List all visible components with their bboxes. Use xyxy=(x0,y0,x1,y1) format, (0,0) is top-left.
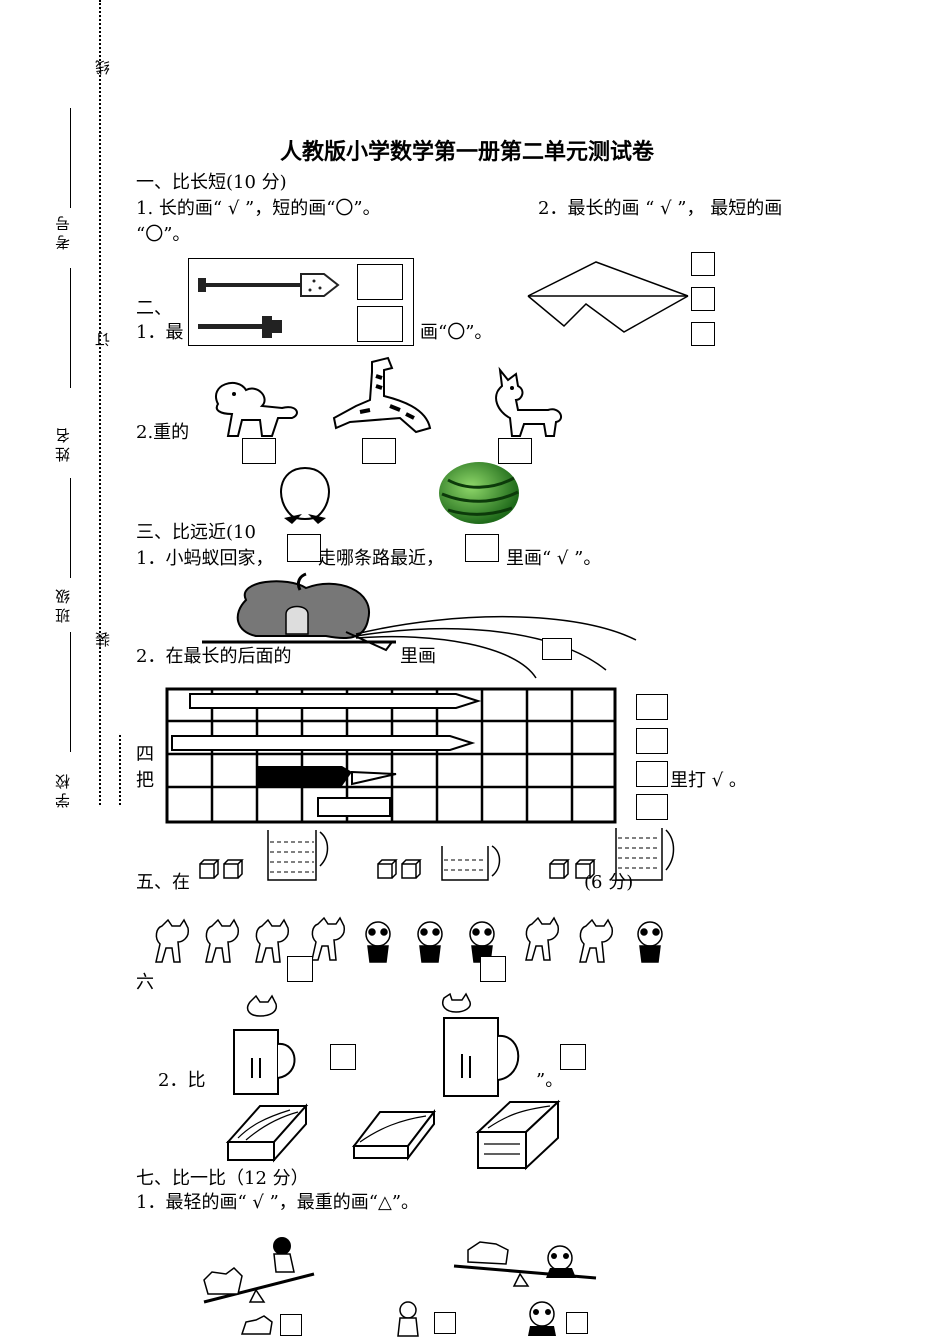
s3-question-2b: 里画 xyxy=(400,646,436,667)
pencil-answer-box-4[interactable] xyxy=(636,794,668,820)
line-answer-box-3[interactable] xyxy=(691,322,715,346)
s6-question-2a: 2．比 xyxy=(158,1070,206,1091)
binding-dotted-line xyxy=(99,0,101,805)
apple-house-picture xyxy=(202,572,637,679)
s4-text-a: 四 xyxy=(136,744,154,765)
s2-heading: 二、 xyxy=(136,298,172,319)
s7-question-1: 1．最轻的画“ √ ”，最重的画“△”。 xyxy=(136,1192,420,1213)
s2-question-1a: 1．最 xyxy=(136,322,184,343)
cats-pandas-picture xyxy=(155,916,663,963)
line-answer-box-2[interactable] xyxy=(691,287,715,311)
s3-question-1c: 里画“ √ ”。 xyxy=(506,548,602,569)
hammer-picture xyxy=(198,316,282,338)
s3-question-1b: 走哪条路最近， xyxy=(318,548,444,569)
dog-answer-box[interactable] xyxy=(242,438,276,464)
pencil-answer-box-1[interactable] xyxy=(636,694,668,720)
shovel-answer-box[interactable] xyxy=(357,264,403,300)
school-label: 学校 xyxy=(54,770,72,808)
s5-heading: 五、在 xyxy=(136,872,190,893)
exam-no-underline xyxy=(70,108,71,208)
s3-heading: 三、比远近(10 xyxy=(136,522,256,543)
s3-question-1a: 1．小蚂蚁回家， xyxy=(136,548,274,569)
giraffe-picture xyxy=(332,356,432,434)
road-answer-box[interactable] xyxy=(542,638,572,660)
pencil-answer-box-3[interactable] xyxy=(636,761,668,787)
dog-picture xyxy=(215,381,298,437)
binding-dotted-line-inner xyxy=(119,735,121,805)
s5-points: (6 分) xyxy=(584,872,634,893)
s4-text-c: 里打 √ 。 xyxy=(670,770,747,791)
giraffe-answer-box[interactable] xyxy=(362,438,396,464)
panda-weight-answer-box[interactable] xyxy=(566,1312,588,1334)
cats-answer-box[interactable] xyxy=(287,956,313,982)
lines-figure xyxy=(527,261,689,333)
deer-answer-box[interactable] xyxy=(498,438,532,464)
binding-line-label: 线 xyxy=(94,56,112,75)
seesaw-picture-1 xyxy=(203,1237,315,1304)
monkey-weight-answer-box[interactable] xyxy=(434,1312,456,1334)
s6-question-2b: ”。 xyxy=(536,1070,564,1091)
page-title: 人教版小学数学第一册第二单元测试卷 xyxy=(280,139,655,165)
pandas-answer-box[interactable] xyxy=(480,956,506,982)
peach-picture xyxy=(280,466,330,524)
exam-no-label: 考号 xyxy=(54,212,72,250)
s3-question-2a: 2．在最长的后面的 xyxy=(136,646,292,667)
shovel-picture xyxy=(198,273,340,297)
hammer-answer-box[interactable] xyxy=(357,306,403,342)
class-label: 班级 xyxy=(54,585,72,623)
binding-bind-label: 订 xyxy=(94,328,112,347)
s2-question-1b: 画“〇”。 xyxy=(420,322,493,343)
watermelon-picture xyxy=(439,462,519,524)
s7-heading: 七、比一比（12 分） xyxy=(136,1168,309,1189)
cubes-water-picture xyxy=(199,828,675,881)
s1-question-2: 2．最长的画 “ √ ”， 最短的画 xyxy=(538,198,783,219)
monkey-small-picture xyxy=(397,1301,419,1337)
wood-blocks-picture xyxy=(225,1099,561,1171)
mug-answer-box-1[interactable] xyxy=(330,1044,356,1070)
mug-answer-box-2[interactable] xyxy=(560,1044,586,1070)
s4-text-b: 把 xyxy=(136,770,154,791)
s1-question-1: 1. 长的画“ √ ”，短的画“〇”。 xyxy=(136,198,381,219)
cat-weight-answer-box[interactable] xyxy=(280,1314,302,1336)
binding-install-label: 装 xyxy=(94,628,112,647)
name-underline xyxy=(70,478,71,578)
peach-answer-box[interactable] xyxy=(287,534,321,562)
pencil-grid-picture xyxy=(165,687,617,824)
line-answer-box-1[interactable] xyxy=(691,252,715,276)
s1-heading: 一、比长短(10 分) xyxy=(136,172,287,193)
seesaw-picture-2 xyxy=(453,1241,597,1287)
s1-question-2-continued: “〇”。 xyxy=(136,224,191,245)
panda-small-picture xyxy=(528,1301,556,1336)
watermelon-answer-box[interactable] xyxy=(465,534,499,562)
pencil-answer-box-2[interactable] xyxy=(636,728,668,754)
cat-small-picture xyxy=(240,1315,273,1335)
s6-heading: 六 xyxy=(136,972,154,993)
deer-picture xyxy=(495,366,563,437)
class-underline xyxy=(70,632,71,752)
name-label: 姓名 xyxy=(54,424,72,462)
mugs-picture xyxy=(233,992,520,1097)
s2-question-2: 2.重的 xyxy=(136,422,190,443)
name-underline-top xyxy=(70,268,71,388)
